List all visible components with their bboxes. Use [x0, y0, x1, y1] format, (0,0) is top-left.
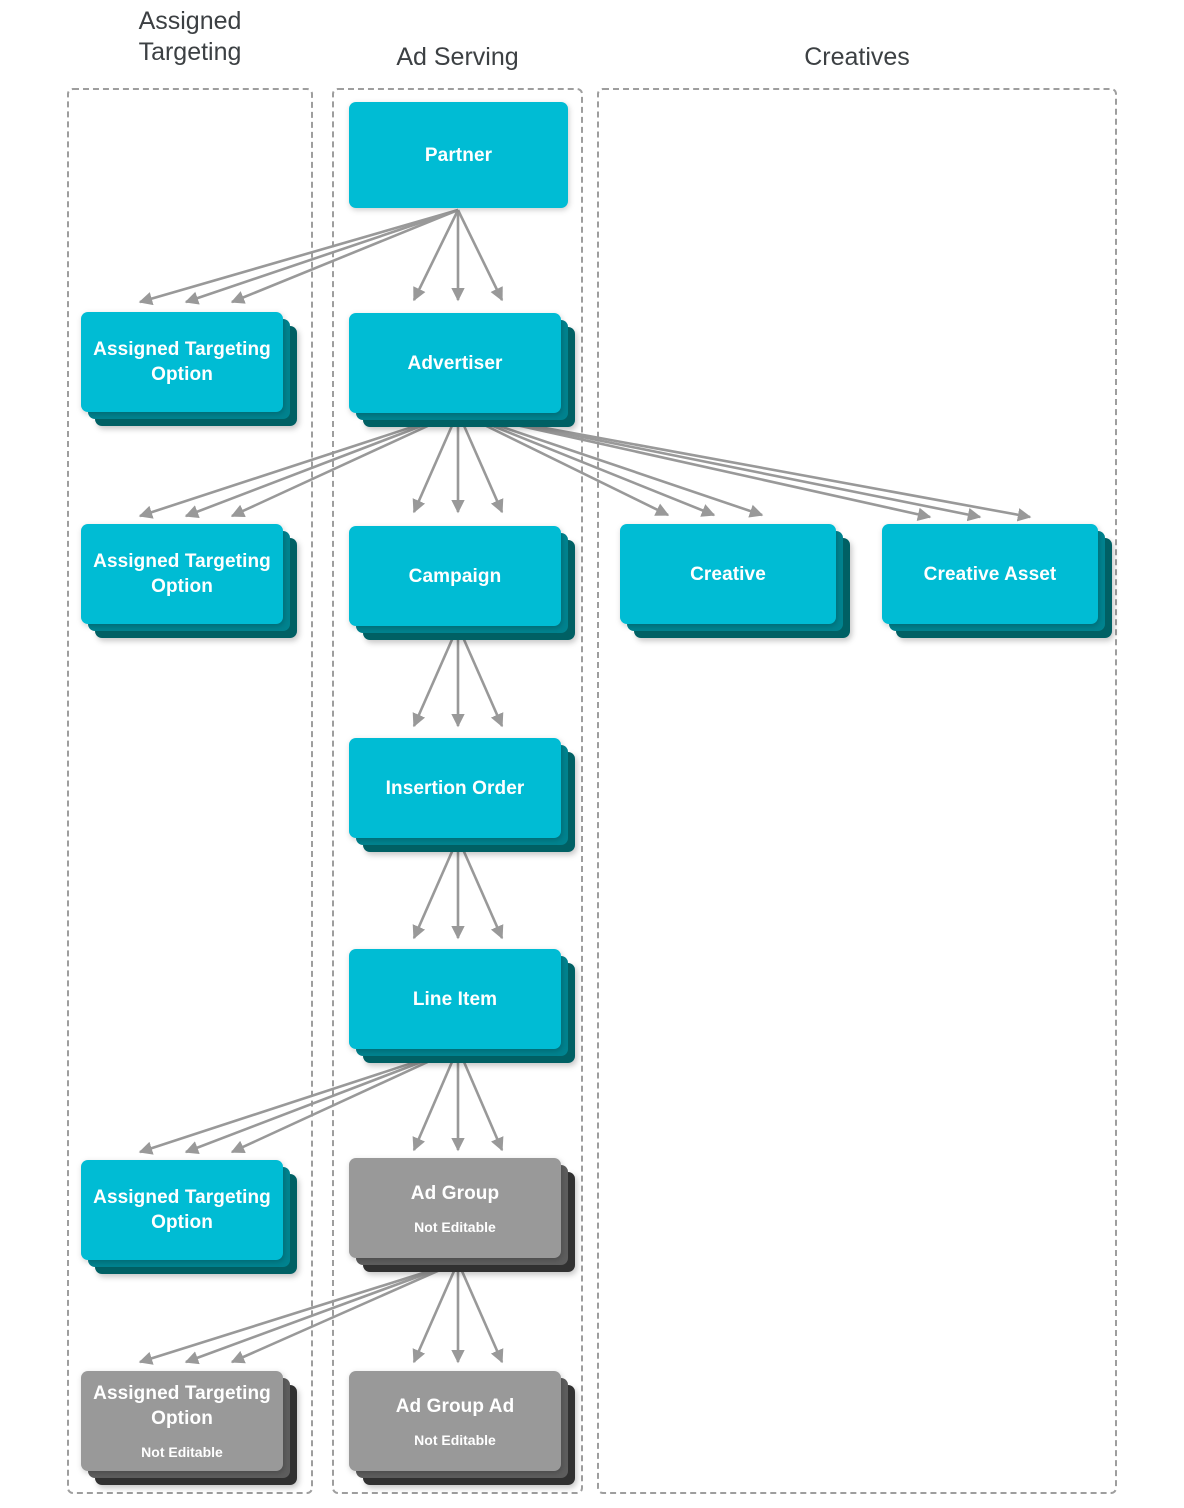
node-creative-asset-title: Creative Asset	[923, 563, 1057, 585]
node-advertiser[interactable]: Advertiser	[349, 313, 575, 427]
node-assigned-targeting-option-partner-card[interactable]: Assigned Targeting Option	[81, 312, 283, 412]
node-line-item-title: Line Item	[412, 988, 498, 1010]
node-ad-group[interactable]: Ad Group Not Editable	[349, 1158, 575, 1272]
node-advertiser-card[interactable]: Advertiser	[349, 313, 561, 413]
node-line-item[interactable]: Line Item	[349, 949, 575, 1063]
node-ad-group-ad[interactable]: Ad Group Ad Not Editable	[349, 1371, 575, 1485]
node-assigned-targeting-option-partner-title: Assigned Targeting Option	[93, 339, 271, 385]
node-assigned-targeting-option-advertiser-card[interactable]: Assigned Targeting Option	[81, 524, 283, 624]
node-partner-card[interactable]: Partner	[349, 102, 568, 208]
node-ad-group-card[interactable]: Ad Group Not Editable	[349, 1158, 561, 1258]
node-partner-title: Partner	[424, 144, 493, 166]
node-campaign-title: Campaign	[408, 565, 502, 587]
group-container-ad-serving	[332, 88, 583, 1494]
node-ad-group-ad-title: Ad Group Ad	[395, 1395, 515, 1417]
node-creative[interactable]: Creative	[620, 524, 850, 638]
group-container-assigned-targeting	[67, 88, 313, 1494]
group-container-creatives	[597, 88, 1117, 1494]
node-creative-asset-card[interactable]: Creative Asset	[882, 524, 1098, 624]
column-title-ad-serving: Ad Serving	[396, 43, 519, 71]
node-assigned-targeting-option-ad-group[interactable]: Assigned Targeting Option Not Editable	[81, 1371, 297, 1485]
node-advertiser-title: Advertiser	[407, 352, 503, 374]
node-insertion-order-card[interactable]: Insertion Order	[349, 738, 561, 838]
node-line-item-card[interactable]: Line Item	[349, 949, 561, 1049]
node-assigned-targeting-option-ad-group-card[interactable]: Assigned Targeting Option Not Editable	[81, 1371, 283, 1471]
node-campaign[interactable]: Campaign	[349, 526, 575, 640]
node-assigned-targeting-option-ad-group-not-editable-label: Not Editable	[141, 1444, 223, 1460]
node-assigned-targeting-option-ad-group-title: Assigned Targeting Option	[93, 1383, 271, 1429]
column-title-assigned-targeting: Assigned Targeting	[138, 7, 242, 66]
node-assigned-targeting-option-line-item-card[interactable]: Assigned Targeting Option	[81, 1160, 283, 1260]
node-creative-title: Creative	[690, 563, 766, 585]
node-creative-asset[interactable]: Creative Asset	[882, 524, 1112, 638]
node-assigned-targeting-option-partner[interactable]: Assigned Targeting Option	[81, 312, 297, 426]
node-insertion-order-title: Insertion Order	[385, 777, 525, 799]
node-campaign-card[interactable]: Campaign	[349, 526, 561, 626]
node-partner[interactable]: Partner	[349, 102, 568, 208]
node-insertion-order[interactable]: Insertion Order	[349, 738, 575, 852]
node-assigned-targeting-option-advertiser-title: Assigned Targeting Option	[93, 551, 271, 597]
node-assigned-targeting-option-line-item-title: Assigned Targeting Option	[93, 1187, 271, 1233]
node-creative-card[interactable]: Creative	[620, 524, 836, 624]
node-ad-group-ad-card[interactable]: Ad Group Ad Not Editable	[349, 1371, 561, 1471]
node-ad-group-ad-not-editable-label: Not Editable	[414, 1431, 496, 1448]
node-ad-group-not-editable-label: Not Editable	[414, 1218, 496, 1235]
node-assigned-targeting-option-line-item[interactable]: Assigned Targeting Option	[81, 1160, 297, 1274]
column-title-creatives: Creatives	[804, 43, 910, 71]
node-ad-group-title: Ad Group	[410, 1182, 500, 1204]
node-assigned-targeting-option-advertiser[interactable]: Assigned Targeting Option	[81, 524, 297, 638]
